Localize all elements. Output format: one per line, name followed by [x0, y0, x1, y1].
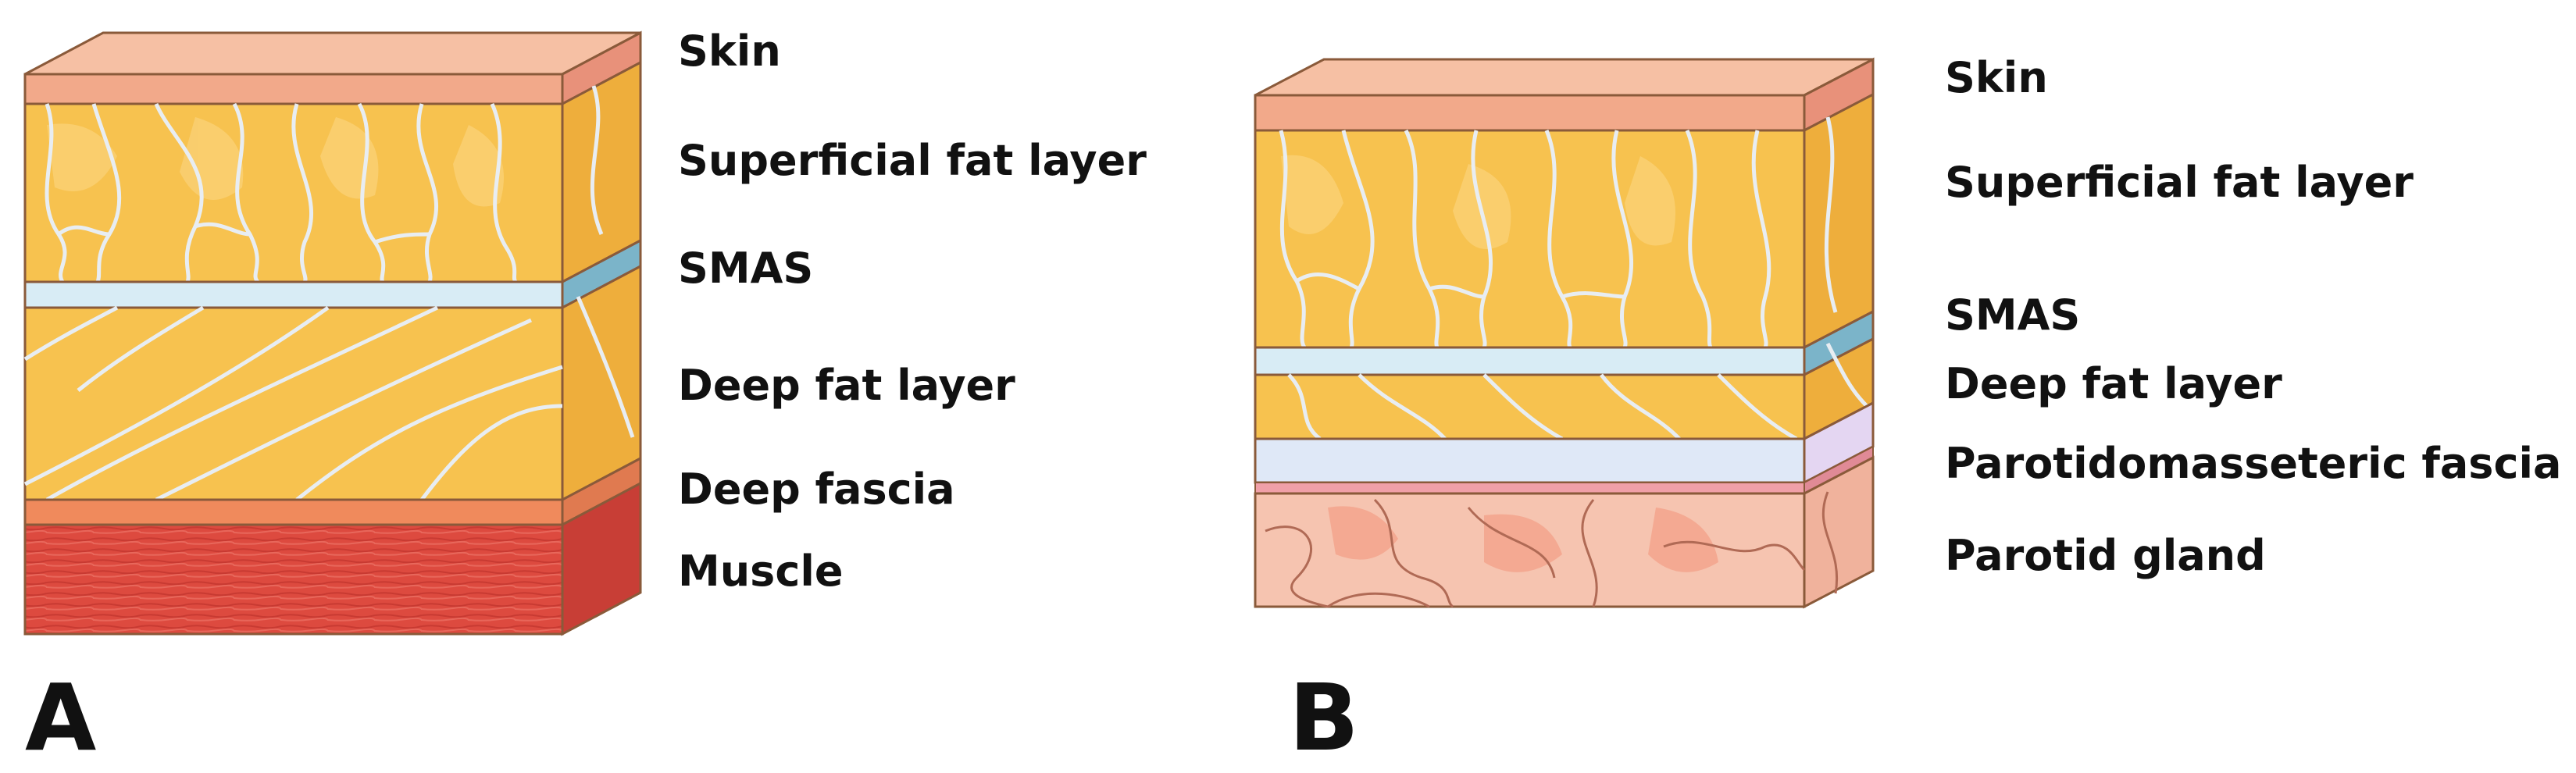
superficial-fat-layer-a [23, 60, 642, 284]
parotidomasseteric-fascia-layer-b [1254, 401, 1875, 495]
block-a [23, 30, 642, 636]
muscle-layer-a [23, 481, 642, 636]
label-a-deep-fascia: Deep fascia [678, 465, 955, 514]
label-b-deep-fat-layer: Deep fat layer [1945, 359, 2282, 408]
label-b-superficial-fat-layer: Superficial fat layer [1945, 158, 2414, 207]
label-b-parotid-gland: Parotid gland [1945, 531, 2266, 580]
label-b-parotidomasseteric-fascia: Parotidomasseteric fascia [1945, 439, 2561, 488]
labels-a: Skin Superficial fat layer SMAS Deep fat… [25, 27, 1147, 771]
skin-layer-b [1254, 57, 1875, 133]
deep-fat-layer-b [1254, 337, 1875, 441]
smas-layer-a [23, 238, 642, 310]
label-b-smas: SMAS [1945, 290, 2080, 340]
label-b-skin: Skin [1945, 53, 2048, 102]
label-a-superficial-fat-layer: Superficial fat layer [678, 136, 1147, 185]
label-a-muscle: Muscle [678, 547, 843, 596]
panel-letter-b: B [1289, 664, 1359, 771]
deep-fat-layer-a [23, 264, 642, 502]
labels-b: Skin Superficial fat layer SMAS Deep fat… [1289, 53, 2561, 771]
parotid-gland-layer-b [1254, 455, 1875, 609]
label-a-smas: SMAS [678, 244, 813, 293]
panel-letter-a: A [25, 664, 96, 771]
label-a-deep-fat-layer: Deep fat layer [678, 361, 1015, 410]
skin-layer-a [23, 30, 642, 106]
label-a-skin: Skin [678, 27, 781, 76]
deep-fascia-layer-a [23, 456, 642, 527]
superficial-fat-layer-b [1254, 92, 1875, 350]
block-b [1254, 57, 1875, 609]
